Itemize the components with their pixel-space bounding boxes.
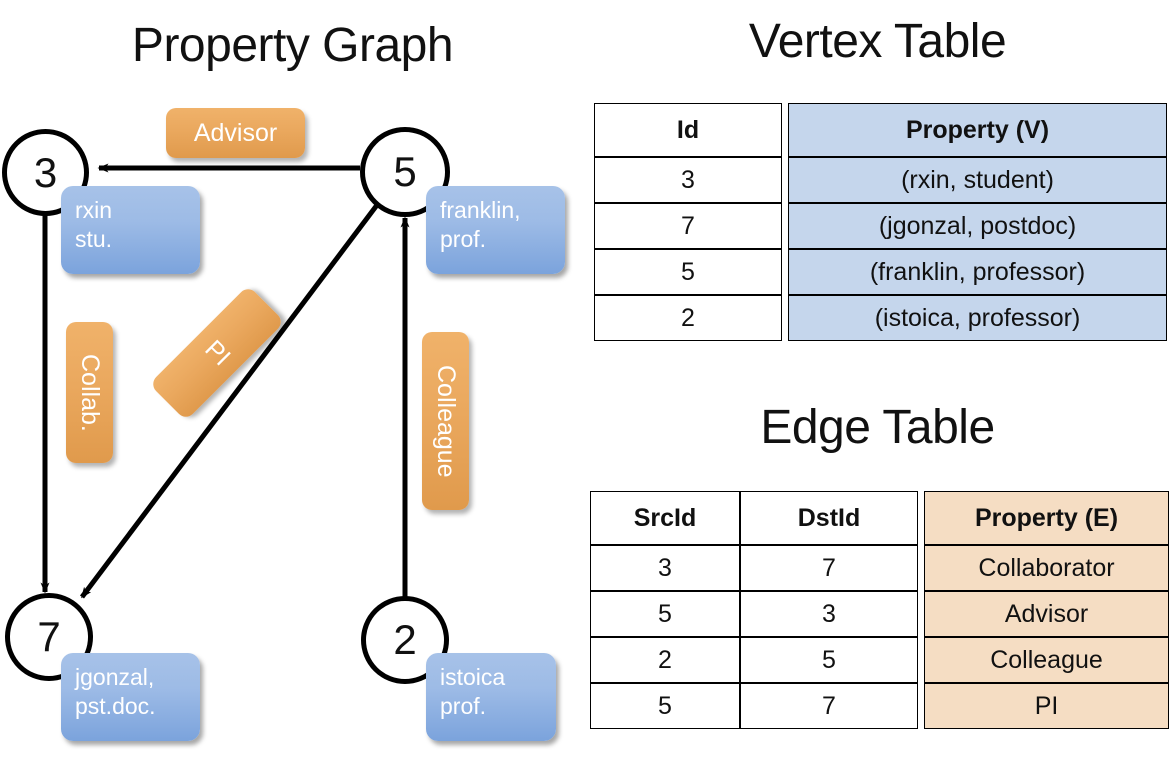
edge-table-cell-dstid: 7	[740, 545, 918, 591]
edge-table-cell-property: Advisor	[924, 591, 1169, 637]
edge-table-cell-dstid: 3	[740, 591, 918, 637]
table-row[interactable]: 3 7 Collaborator	[590, 545, 1169, 591]
vertex-node-5[interactable]: 5	[360, 127, 450, 217]
vertex-table: Id Property (V) 3 (rxin, student) 7 (jgo…	[594, 103, 1167, 341]
edge-table-cell-srcid: 3	[590, 545, 740, 591]
vertex-table-cell-property: (jgonzal, postdoc)	[788, 203, 1167, 249]
vertex-table-header-id: Id	[594, 103, 782, 157]
vertex-property-box-7-line2: pst.doc.	[75, 692, 156, 719]
table-row[interactable]: 2 (istoica, professor)	[594, 295, 1167, 341]
vertex-property-box-2-line1: istoica	[440, 664, 506, 690]
edge-label-colleague-text: Colleague	[432, 364, 460, 478]
vertex-property-box-5-line2: prof.	[440, 225, 487, 252]
vertex-node-2[interactable]: 2	[361, 596, 449, 684]
table-row[interactable]: 5 7 PI	[590, 683, 1169, 729]
edge-label-pi-text: PI	[199, 334, 236, 371]
table-row[interactable]: 5 (franklin, professor)	[594, 249, 1167, 295]
edge-table-header-srcid: SrcId	[590, 491, 740, 545]
vertex-property-box-5: franklin, prof.	[426, 186, 565, 274]
vertex-table-cell-id: 5	[594, 249, 782, 295]
vertex-table-cell-property: (istoica, professor)	[788, 295, 1167, 341]
edge-table-header-property: Property (E)	[924, 491, 1169, 545]
vertex-node-5-label: 5	[393, 148, 417, 195]
vertex-node-3-label: 3	[33, 148, 58, 196]
graph-edges-svg	[40, 163, 410, 599]
vertex-table-cell-property: (rxin, student)	[788, 157, 1167, 203]
edge-label-collab-text: Collab.	[76, 353, 104, 432]
page-title-property-graph: Property Graph	[131, 19, 454, 72]
vertex-table-header-property: Property (V)	[788, 103, 1167, 157]
edge-table-cell-srcid: 5	[590, 683, 740, 729]
page-title-edge-table: Edge Table	[760, 401, 995, 454]
edge-table-header-row: SrcId DstId Property (E)	[590, 491, 1169, 545]
edge-table-cell-property: PI	[924, 683, 1169, 729]
vertex-property-box-7: jgonzal, pst.doc.	[61, 653, 200, 741]
vertex-property-box-3-line2: stu.	[75, 225, 113, 252]
vertex-table-cell-id: 2	[594, 295, 782, 341]
page-title-vertex-table: Vertex Table	[748, 15, 1007, 68]
vertex-property-box-2: istoica prof.	[426, 653, 556, 741]
edge-table-header-dstid: DstId	[740, 491, 918, 545]
vertex-property-box-3: rxin stu.	[61, 186, 200, 274]
edge-table: SrcId DstId Property (E) 3 7 Collaborato…	[590, 491, 1169, 729]
edge-table-cell-property: Colleague	[924, 637, 1169, 683]
edge-label-collab: Collab.	[66, 322, 113, 463]
property-graph-diagram: 3 5 7 2 rxin stu. franklin, prof. jgonza…	[2, 108, 565, 741]
edge-5-to-7-pi	[80, 203, 379, 599]
edge-table-cell-srcid: 5	[590, 591, 740, 637]
edge-label-advisor-text: Advisor	[193, 118, 278, 147]
edge-label-advisor: Advisor	[166, 108, 305, 158]
vertex-property-box-2-line2: prof.	[440, 692, 487, 719]
table-row[interactable]: 7 (jgonzal, postdoc)	[594, 203, 1167, 249]
vertex-node-2-label: 2	[393, 616, 417, 663]
vertex-property-box-7-line1: jgonzal,	[75, 664, 155, 690]
edge-table-cell-dstid: 7	[740, 683, 918, 729]
vertex-table-cell-property: (franklin, professor)	[788, 249, 1167, 295]
vertex-table-header-row: Id Property (V)	[594, 103, 1167, 157]
vertex-property-box-5-line1: franklin,	[440, 197, 521, 223]
vertex-table-cell-id: 7	[594, 203, 782, 249]
edge-table-cell-dstid: 5	[740, 637, 918, 683]
vertex-property-box-3-line1: rxin	[75, 197, 113, 223]
edge-label-colleague: Colleague	[422, 332, 469, 510]
table-row[interactable]: 3 (rxin, student)	[594, 157, 1167, 203]
vertex-node-7-label: 7	[37, 613, 61, 660]
edge-table-cell-srcid: 2	[590, 637, 740, 683]
edge-table-cell-property: Collaborator	[924, 545, 1169, 591]
vertex-table-cell-id: 3	[594, 157, 782, 203]
table-row[interactable]: 5 3 Advisor	[590, 591, 1169, 637]
table-row[interactable]: 2 5 Colleague	[590, 637, 1169, 683]
